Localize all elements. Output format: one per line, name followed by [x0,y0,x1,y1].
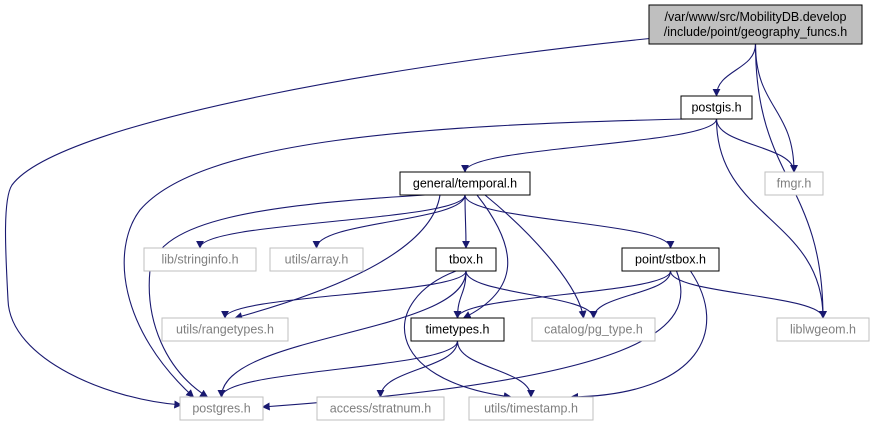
edge-tbox-to-rangetypes [221,270,467,319]
node-root-box [648,4,863,45]
edge-temporal-to-array [312,194,466,249]
edge-postgis-to-liblwgeom [715,118,827,319]
node-timestamp: utils/timestamp.h [468,396,594,421]
node-tbox[interactable]: tbox.h [435,247,497,272]
node-stratnum-label: access/stratnum.h [330,402,431,416]
edge-temporal-to-postgres [148,194,426,398]
edge-root-to-fmgr [754,43,798,173]
edge-timetypes-to-postgres [217,340,459,398]
node-fmgr: fmgr.h [764,171,824,196]
node-timetypes-box [410,317,505,342]
edge-root-to-postgis [712,43,757,97]
nodes-layer: /var/www/src/MobilityDB.develop/include/… [143,4,870,421]
node-fmgr-label: fmgr.h [777,177,812,191]
node-rangetypes: utils/rangetypes.h [161,317,289,342]
edge-temporal-to-tbox [461,194,470,249]
node-timestamp-box [468,396,594,421]
node-liblwgeom-label: liblwgeom.h [790,323,856,337]
node-tbox-label: tbox.h [449,253,483,267]
node-rangetypes-box [161,317,289,342]
node-timetypes-label: timetypes.h [426,323,490,337]
edge-postgis-to-fmgr [715,118,798,173]
node-fmgr-box [764,171,824,196]
node-stringinfo-label: lib/stringinfo.h [161,253,238,267]
node-postgres-box [179,396,264,421]
node-liblwgeom: liblwgeom.h [776,317,870,342]
node-temporal-box [399,171,531,196]
edge-root-to-postgres [4,35,676,409]
edge-stbox-to-timetypes [453,270,672,319]
edge-postgis-to-temporal [461,118,718,173]
edge-timetypes-to-timestamp [456,340,535,398]
node-stbox[interactable]: point/stbox.h [621,247,720,272]
node-pgtype-box [531,317,656,342]
node-root[interactable]: /var/www/src/MobilityDB.develop/include/… [648,4,863,45]
edges-layer [4,35,827,411]
node-root-label: /include/point/geography_funcs.h [664,25,848,39]
edge-stbox-to-liblwgeom [669,270,827,319]
edge-temporal-to-stbox [464,194,675,249]
node-stratnum: access/stratnum.h [316,396,445,421]
node-stbox-label: point/stbox.h [635,253,706,267]
edge-stbox-to-postgres [261,270,682,411]
node-stringinfo-box [143,247,257,272]
edge-temporal-to-timetypes [462,194,509,319]
node-liblwgeom-box [776,317,870,342]
edge-temporal-to-stringinfo [196,194,466,249]
node-postgis[interactable]: postgis.h [680,95,753,120]
node-stratnum-box [316,396,445,421]
edge-stbox-to-timestamp [570,270,708,401]
edge-tbox-to-pgtype [465,270,598,319]
node-timestamp-label: utils/timestamp.h [484,402,578,416]
node-postgres: postgres.h [179,396,264,421]
edge-tbox-to-postgres [217,270,467,398]
node-array-label: utils/array.h [285,253,349,267]
node-postgis-box [680,95,753,120]
node-stringinfo: lib/stringinfo.h [143,247,257,272]
edge-postgis-to-postgres [123,118,687,398]
edge-tbox-to-timestamp [403,270,512,401]
node-postgres-label: postgres.h [192,402,250,416]
node-array: utils/array.h [269,247,364,272]
node-temporal-label: general/temporal.h [413,177,517,191]
node-pgtype-label: catalog/pg_type.h [544,323,643,337]
node-array-box [269,247,364,272]
node-stbox-box [621,247,720,272]
node-temporal[interactable]: general/temporal.h [399,171,531,196]
node-pgtype: catalog/pg_type.h [531,317,656,342]
node-rangetypes-label: utils/rangetypes.h [176,323,274,337]
node-root-label: /var/www/src/MobilityDB.develop [665,10,847,24]
edge-timetypes-to-stratnum [376,340,459,398]
edge-temporal-to-rangetypes [234,194,441,320]
node-tbox-box [435,247,497,272]
node-postgis-label: postgis.h [691,101,741,115]
edge-stbox-to-pgtype [589,270,672,319]
node-timetypes[interactable]: timetypes.h [410,317,505,342]
edge-temporal-to-pgtype [484,194,587,319]
